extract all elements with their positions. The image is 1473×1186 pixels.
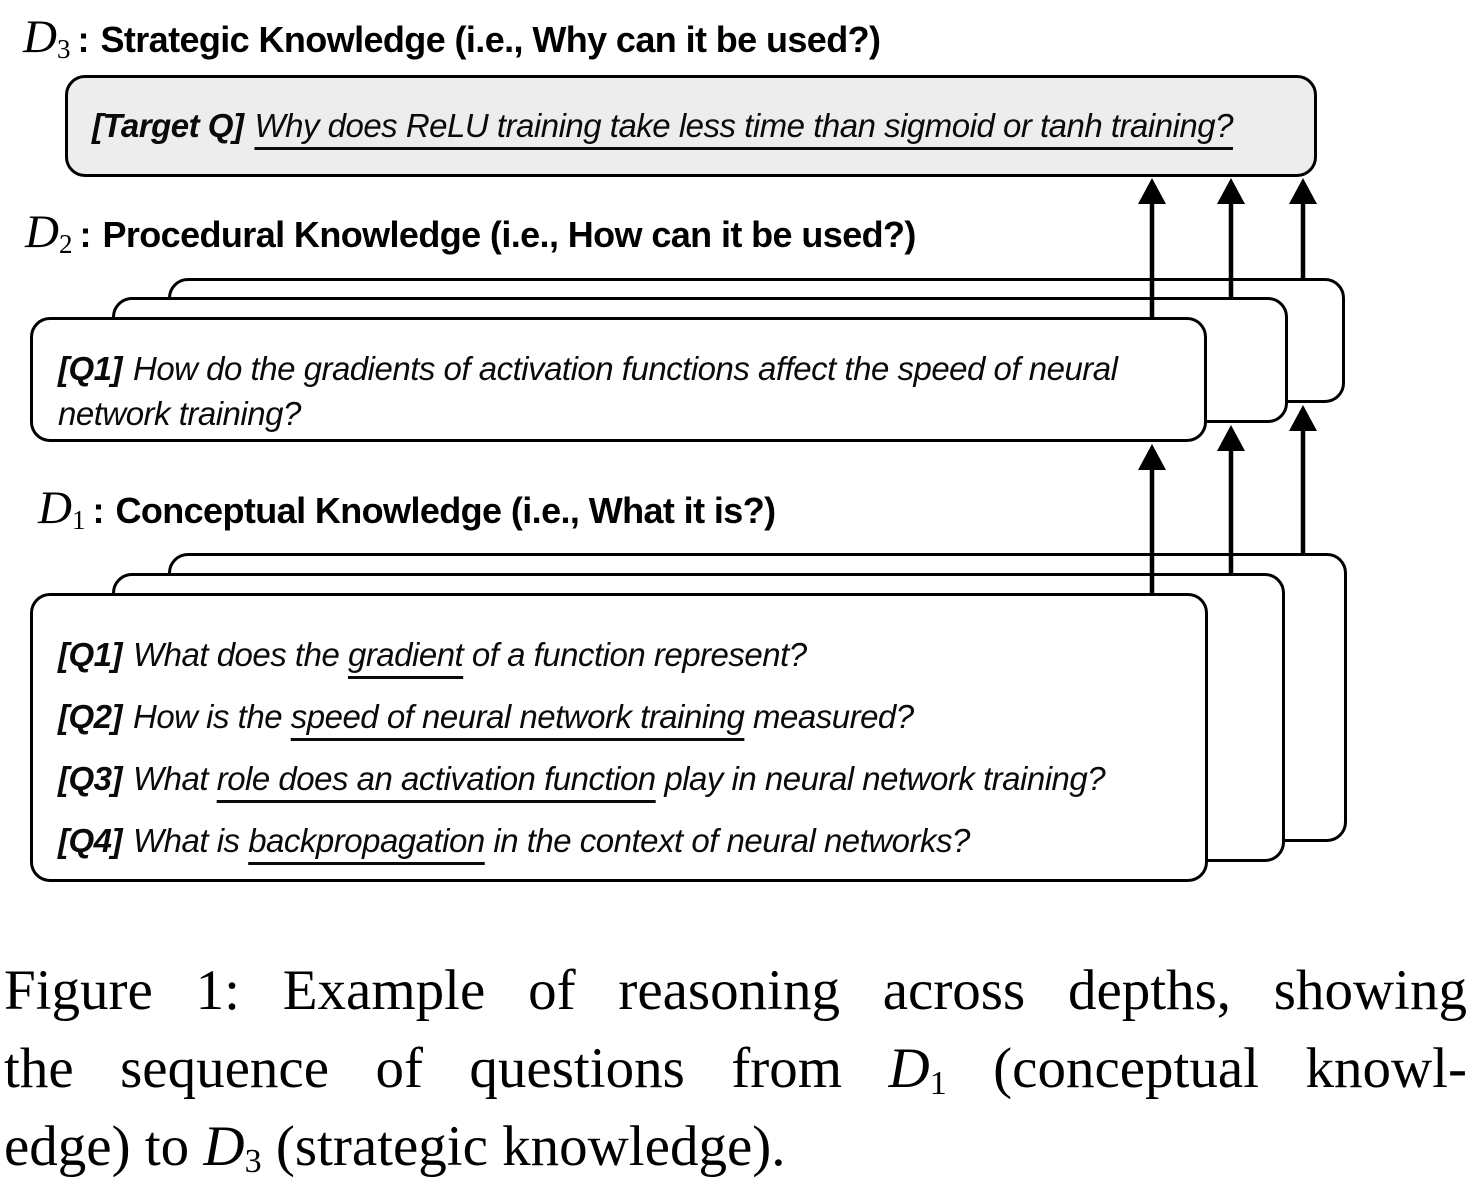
caption-text: Figure 1: Example of reasoning across de… <box>4 959 1467 1022</box>
d1-question-3: [Q3] What role does an activation functio… <box>58 748 1183 810</box>
target-question-prefix: [Target Q] <box>92 107 244 144</box>
d2-question-text-cont: network training? <box>58 395 301 432</box>
d1-question-1: [Q1] What does the gradient of a function… <box>58 624 1183 686</box>
d1-q3-prefix: [Q3] <box>58 760 123 797</box>
d1-q3-pre: What <box>133 760 217 797</box>
d1-subscript: 1 <box>71 504 86 535</box>
d2-question-text: How do the gradients of activation funct… <box>133 350 1118 387</box>
d1-level-title: Conceptual Knowledge (i.e., What it is?) <box>115 490 776 531</box>
caption-text: the sequence of questions from <box>4 1037 889 1100</box>
d1-question-2: [Q2] How is the speed of neural network t… <box>58 686 1183 748</box>
d1-q2-post: measured? <box>744 698 914 735</box>
d2-label-separator: : <box>79 214 92 255</box>
caption-line-3: edge) to D3 (strategic knowledge). <box>4 1108 1467 1186</box>
caption-text: edge) to <box>4 1115 204 1178</box>
figure-caption: Figure 1: Example of reasoning across de… <box>0 952 1473 1186</box>
caption-line-2: the sequence of questions from D1 (conce… <box>4 1030 1467 1108</box>
d1-q2-pre: How is the <box>133 698 291 735</box>
caption-text: (strategic knowledge). <box>261 1115 786 1178</box>
d1-question-4: [Q4] What is backpropagation in the conte… <box>58 810 1183 872</box>
d1-q4-post: in the context of neural networks? <box>484 822 970 859</box>
caption-text: (conceptual knowl- <box>946 1037 1467 1100</box>
caption-line-1: Figure 1: Example of reasoning across de… <box>4 952 1467 1030</box>
arrow-d1back-to-d2back <box>1289 405 1317 553</box>
d1-q3-post: play in neural network training? <box>655 760 1106 797</box>
d3-label-separator: : <box>77 19 90 60</box>
d1-q4-underlined: backpropagation <box>248 822 485 859</box>
arrow-d2back-to-target <box>1289 178 1317 278</box>
d1-card-front: [Q1] What does the gradient of a function… <box>30 593 1208 882</box>
d1-q4-prefix: [Q4] <box>58 822 123 859</box>
d1-q2-prefix: [Q2] <box>58 698 123 735</box>
d1-q1-post: of a function represent? <box>463 636 807 673</box>
target-question-text: [Target Q] Why does ReLU training take le… <box>92 107 1233 145</box>
d2-level-title: Procedural Knowledge (i.e., How can it b… <box>102 214 916 255</box>
d2-question-line-1: [Q1] How do the gradients of activation f… <box>58 346 1182 391</box>
d3-subscript: 3 <box>56 33 71 64</box>
d3-level-label: D3 : Strategic Knowledge (i.e., Why can … <box>23 11 881 64</box>
d2-question-line-2: network training? <box>58 391 1182 436</box>
target-question-underlined: Why does ReLU training take less time th… <box>254 107 1233 144</box>
caption-d1-symbol: D1 <box>888 1037 947 1102</box>
d2-subscript: 2 <box>58 228 73 259</box>
d1-level-label: D1 : Conceptual Knowledge (i.e., What it… <box>38 482 776 535</box>
d2-question-prefix: [Q1] <box>58 350 123 387</box>
d1-q1-pre: What does the <box>133 636 348 673</box>
d1-label-separator: : <box>92 490 105 531</box>
d1-q1-prefix: [Q1] <box>58 636 123 673</box>
caption-d3-symbol: D3 <box>203 1115 262 1180</box>
d1-q2-underlined: speed of neural network training <box>290 698 745 735</box>
d3-level-title: Strategic Knowledge (i.e., Why can it be… <box>100 19 881 60</box>
arrow-d1mid-to-d2mid <box>1217 425 1245 573</box>
d1-q4-pre: What is <box>133 822 249 859</box>
d2-level-label: D2 : Procedural Knowledge (i.e., How can… <box>25 209 916 258</box>
target-question-card: [Target Q] Why does ReLU training take le… <box>65 75 1317 177</box>
d3-math-symbol: D3 <box>23 11 71 64</box>
d1-q1-underlined: gradient <box>347 636 464 673</box>
d2-card-front: [Q1] How do the gradients of activation f… <box>30 317 1207 442</box>
d1-q3-underlined: role does an activation function <box>216 760 656 797</box>
d1-math-symbol: D1 <box>38 482 86 535</box>
d2-math-symbol: D2 <box>25 206 73 259</box>
